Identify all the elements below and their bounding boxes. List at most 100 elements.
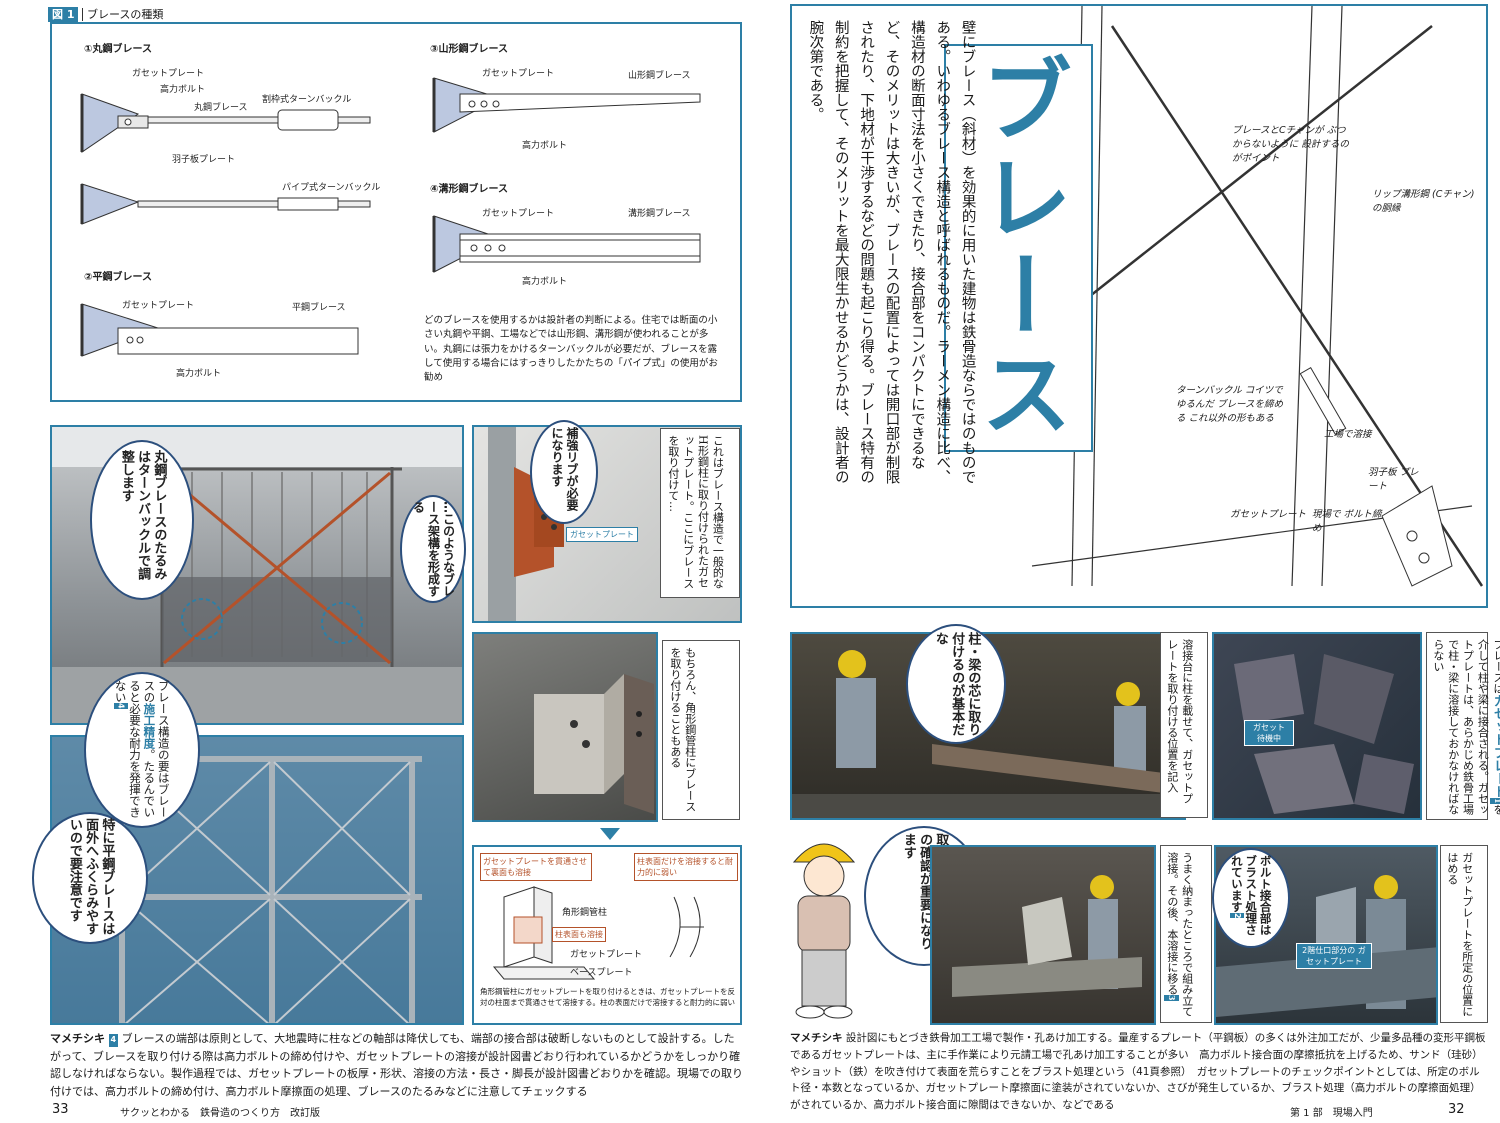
down-arrow-icon bbox=[600, 828, 620, 840]
figure-header: 図 1 ブレースの種類 bbox=[48, 6, 164, 22]
speech-bubble-frame: …このようなブレース架構を形成する bbox=[400, 495, 466, 603]
photo-tag-waiting: ガセット 待機中 bbox=[1244, 720, 1294, 746]
round-steel-brace-drawing bbox=[80, 93, 371, 153]
label-gusset-4: ガセットプレート bbox=[482, 209, 555, 219]
sketch-note-3: ターンバックル コイツでゆるんだ ブレースを締める これ以外の形もある bbox=[1176, 385, 1284, 424]
sketch-note-7: 現場で ボルト締め bbox=[1312, 509, 1382, 534]
sketch-note-2: リップ溝形鋼 (Cチャン)の胴縁 bbox=[1372, 189, 1475, 214]
sketch-note-4: 工場で溶接 bbox=[1324, 429, 1372, 440]
label-gusset-3: ガセットプレート bbox=[482, 69, 555, 79]
figure-title: ブレースの種類 bbox=[81, 8, 164, 21]
caption-square-column: もちろん、角形鋼管柱にブレースを取り付けることもある bbox=[662, 640, 740, 820]
caption-text-h-column: これはブレース構造で一般的なH形鋼柱に取り付けられたガセットプレート。ここにブレ… bbox=[666, 435, 725, 589]
square-column-illustration bbox=[534, 674, 654, 814]
cartoon-worker bbox=[792, 843, 856, 1019]
label-gusset-2: ガセットプレート bbox=[122, 301, 195, 311]
bubble-text-blast: ボルト接合部はブラスト処理されています2 bbox=[1229, 855, 1273, 941]
channel-brace-drawing bbox=[432, 215, 701, 273]
caption-text-square-column: もちろん、角形鋼管柱にブレースを取り付けることもある bbox=[668, 647, 697, 812]
photo-tag-gusset: ガセットプレート bbox=[566, 527, 638, 542]
mamechishiki-right-title: マメチシキ bbox=[790, 1032, 843, 1044]
gusset-waiting-illustration bbox=[1234, 654, 1414, 814]
caption-mark-position: 溶接台に柱を載せて、ガセットプレートを取り付ける位置を記入 bbox=[1160, 632, 1208, 818]
page-number-left: 33 bbox=[52, 1102, 69, 1117]
caption-gusset-intro: ブレースはガセットプレート1を介して柱や梁に接合される。ガセットプレートは、あら… bbox=[1426, 632, 1500, 820]
bubble-text-precision: ブレース構造の要はブレースの施工精度。たるんでいると必要な耐力を発揮できない4 bbox=[113, 680, 171, 820]
part-title: 第 1 部 現場入門 bbox=[1290, 1108, 1373, 1119]
label-gusset-1: ガセットプレート bbox=[132, 69, 205, 79]
page-number-right: 32 bbox=[1448, 1102, 1465, 1117]
mamechishiki-left-num: 4 bbox=[108, 1034, 119, 1047]
hero-panel: ブレース 壁にブレース（斜材）を効果的に用いた建物は鉄骨造ならではのものである。… bbox=[790, 4, 1488, 608]
speech-bubble-turnbuckle: 丸鋼ブレースのたるみはターンバックルで調整します bbox=[90, 440, 194, 600]
diagram-note: 角形鋼管柱にガセットプレートを取り付けるときは、ガセットプレートを反対の柱面まで… bbox=[480, 987, 735, 1007]
caption-tack-weld: うまく納まったところで組み立て溶接。その後、本溶接に移る3 bbox=[1160, 845, 1212, 1023]
tack-weld-text: うまく納まったところで組み立て溶接。その後、本溶接に移る bbox=[1165, 852, 1194, 1017]
speech-bubble-rib: 補強リブが必要になります bbox=[530, 420, 598, 524]
sketch-note-6: ガセットプレート bbox=[1230, 509, 1307, 520]
label-flat-brace: 平鋼ブレース bbox=[292, 303, 346, 313]
precision-text-pre: ブレース構造の要はブレースの bbox=[142, 680, 171, 818]
label-turnbuckle: 割枠式ターンバックル bbox=[262, 95, 352, 105]
diagram-label-weak: 柱表面だけを溶接すると耐力的に弱い bbox=[634, 853, 738, 881]
welding-table-illustration bbox=[792, 650, 1184, 818]
figure-panel: ①丸鋼ブレース ガセットプレート 高力ボルト 丸鋼ブレース 割枠式ターンバックル… bbox=[50, 22, 742, 402]
fig-item-4-title: ④溝形鋼ブレース bbox=[430, 184, 508, 195]
intro-text: 壁にブレース（斜材）を効果的に用いた建物は鉄骨造ならではのものである。いわゆるブ… bbox=[807, 20, 976, 484]
label-channel-brace: 溝形鋼ブレース bbox=[628, 209, 691, 219]
speech-bubble-center: 柱・梁の芯に取り付けるのが基本だな bbox=[906, 624, 1006, 744]
book-title: サクッとわかる 鉄骨造のつくり方 改訂版 bbox=[120, 1108, 320, 1119]
blast-text: ボルト接合部はブラスト処理されています bbox=[1229, 855, 1273, 936]
bubble-text-frame: …このようなブレース架構を形成する bbox=[411, 501, 456, 597]
fig-item-3-title: ③山形鋼ブレース bbox=[430, 44, 508, 55]
photo-tack-weld bbox=[930, 845, 1156, 1025]
label-bolt-1: 高力ボルト bbox=[160, 85, 206, 95]
diagram-label-base: ベースプレート bbox=[570, 968, 633, 978]
caption-text-mark-position: 溶接台に柱を載せて、ガセットプレートを取り付ける位置を記入 bbox=[1165, 639, 1194, 804]
angle-brace-drawing bbox=[432, 77, 701, 133]
label-angle-brace: 山形鋼ブレース bbox=[628, 71, 691, 81]
label-bolt-3: 高力ボルト bbox=[522, 141, 568, 151]
diagram-label-surface: 柱表面も溶接 bbox=[552, 927, 606, 942]
caption-text-gusset-intro: ブレースはガセットプレート1を介して柱や梁に接合される。ガセットプレートは、あら… bbox=[1430, 639, 1500, 815]
photo-square-column bbox=[472, 632, 658, 822]
hero-title: ブレース bbox=[944, 44, 1093, 452]
precision-ref-num: 4 bbox=[113, 703, 128, 709]
speech-bubble-flat: 特に平鋼ブレースは面外へふくらみやすいので要注意です bbox=[32, 812, 148, 944]
label-round-brace: 丸鋼ブレース bbox=[194, 103, 248, 113]
blast-num: 2 bbox=[1229, 912, 1244, 919]
caption-h-column: これはブレース構造で一般的なH形鋼柱に取り付けられたガセットプレート。ここにブレ… bbox=[660, 428, 740, 598]
figure-tag: 図 1 bbox=[48, 7, 79, 22]
sketch-note-1: ブレースとCチャンが ぶつからないように 設計するのがポイント bbox=[1232, 125, 1349, 164]
precision-text-post: 。たるんでいると必要な耐力を発揮できない bbox=[113, 680, 157, 818]
gusset-intro-post: を介して柱や梁に接合される。ガセットプレートは、あらかじめ鉄骨工場で柱・梁に溶接… bbox=[1431, 639, 1500, 815]
label-bolt-2: 高力ボルト bbox=[176, 369, 222, 379]
caption-text-tack-weld: うまく納まったところで組み立て溶接。その後、本溶接に移る3 bbox=[1164, 852, 1194, 1018]
label-pipe-turnbuckle: パイプ式ターンバックル bbox=[282, 183, 381, 193]
precision-text-em: 施工精度 bbox=[142, 703, 157, 749]
caption-place-gusset: ガセットプレートを所定の位置にはめる bbox=[1440, 845, 1488, 1023]
flat-steel-brace-drawing bbox=[80, 303, 359, 357]
fig-item-1-title: ①丸鋼ブレース bbox=[84, 44, 152, 55]
bubble-text-turnbuckle: 丸鋼ブレースのたるみはターンバックルで調整します bbox=[118, 450, 167, 580]
photo-tag-2f: 2階仕口部分の ガセットプレート bbox=[1296, 943, 1372, 969]
tack-weld-num: 3 bbox=[1164, 995, 1179, 1001]
mamechishiki-right-text: 設計図にもとづき鉄骨加工工場で製作・孔あけ加工する。量産するプレート（平鋼板）の… bbox=[790, 1032, 1486, 1112]
bubble-text-center: 柱・梁の芯に取り付けるのが基本だな bbox=[932, 632, 981, 736]
caption-text-place-gusset: ガセットプレートを所定の位置にはめる bbox=[1445, 852, 1474, 1017]
mamechishiki-right: マメチシキ 設計図にもとづき鉄骨加工工場で製作・孔あけ加工する。量産するプレート… bbox=[790, 1030, 1488, 1114]
mamechishiki-left-title: マメチシキ bbox=[50, 1032, 105, 1045]
diagram-label-through: ガセットプレートを貫通させて裏面も溶接 bbox=[480, 853, 592, 881]
gusset-intro-em: ガセットプレート bbox=[1490, 694, 1500, 798]
photo-gusset-waiting: ガセット 待機中 bbox=[1212, 632, 1422, 820]
diagram-drawing bbox=[492, 886, 704, 980]
tack-weld-illustration bbox=[952, 875, 1142, 997]
diagram-label-column: 角形鋼管柱 bbox=[562, 908, 608, 918]
sketch-note-5: 羽子板 プレート bbox=[1368, 467, 1419, 492]
bubble-text-rib: 補強リブが必要になります bbox=[550, 427, 579, 511]
gusset-intro-pre: ブレースは bbox=[1491, 639, 1500, 694]
fig-item-2-title: ②平鋼ブレース bbox=[84, 272, 152, 283]
gusset-intro-num: 1 bbox=[1490, 798, 1500, 804]
pipe-turnbuckle-drawing bbox=[80, 183, 371, 225]
bubble-text-flat: 特に平鋼ブレースは面外へふくらみやすいので要注意です bbox=[66, 818, 115, 935]
